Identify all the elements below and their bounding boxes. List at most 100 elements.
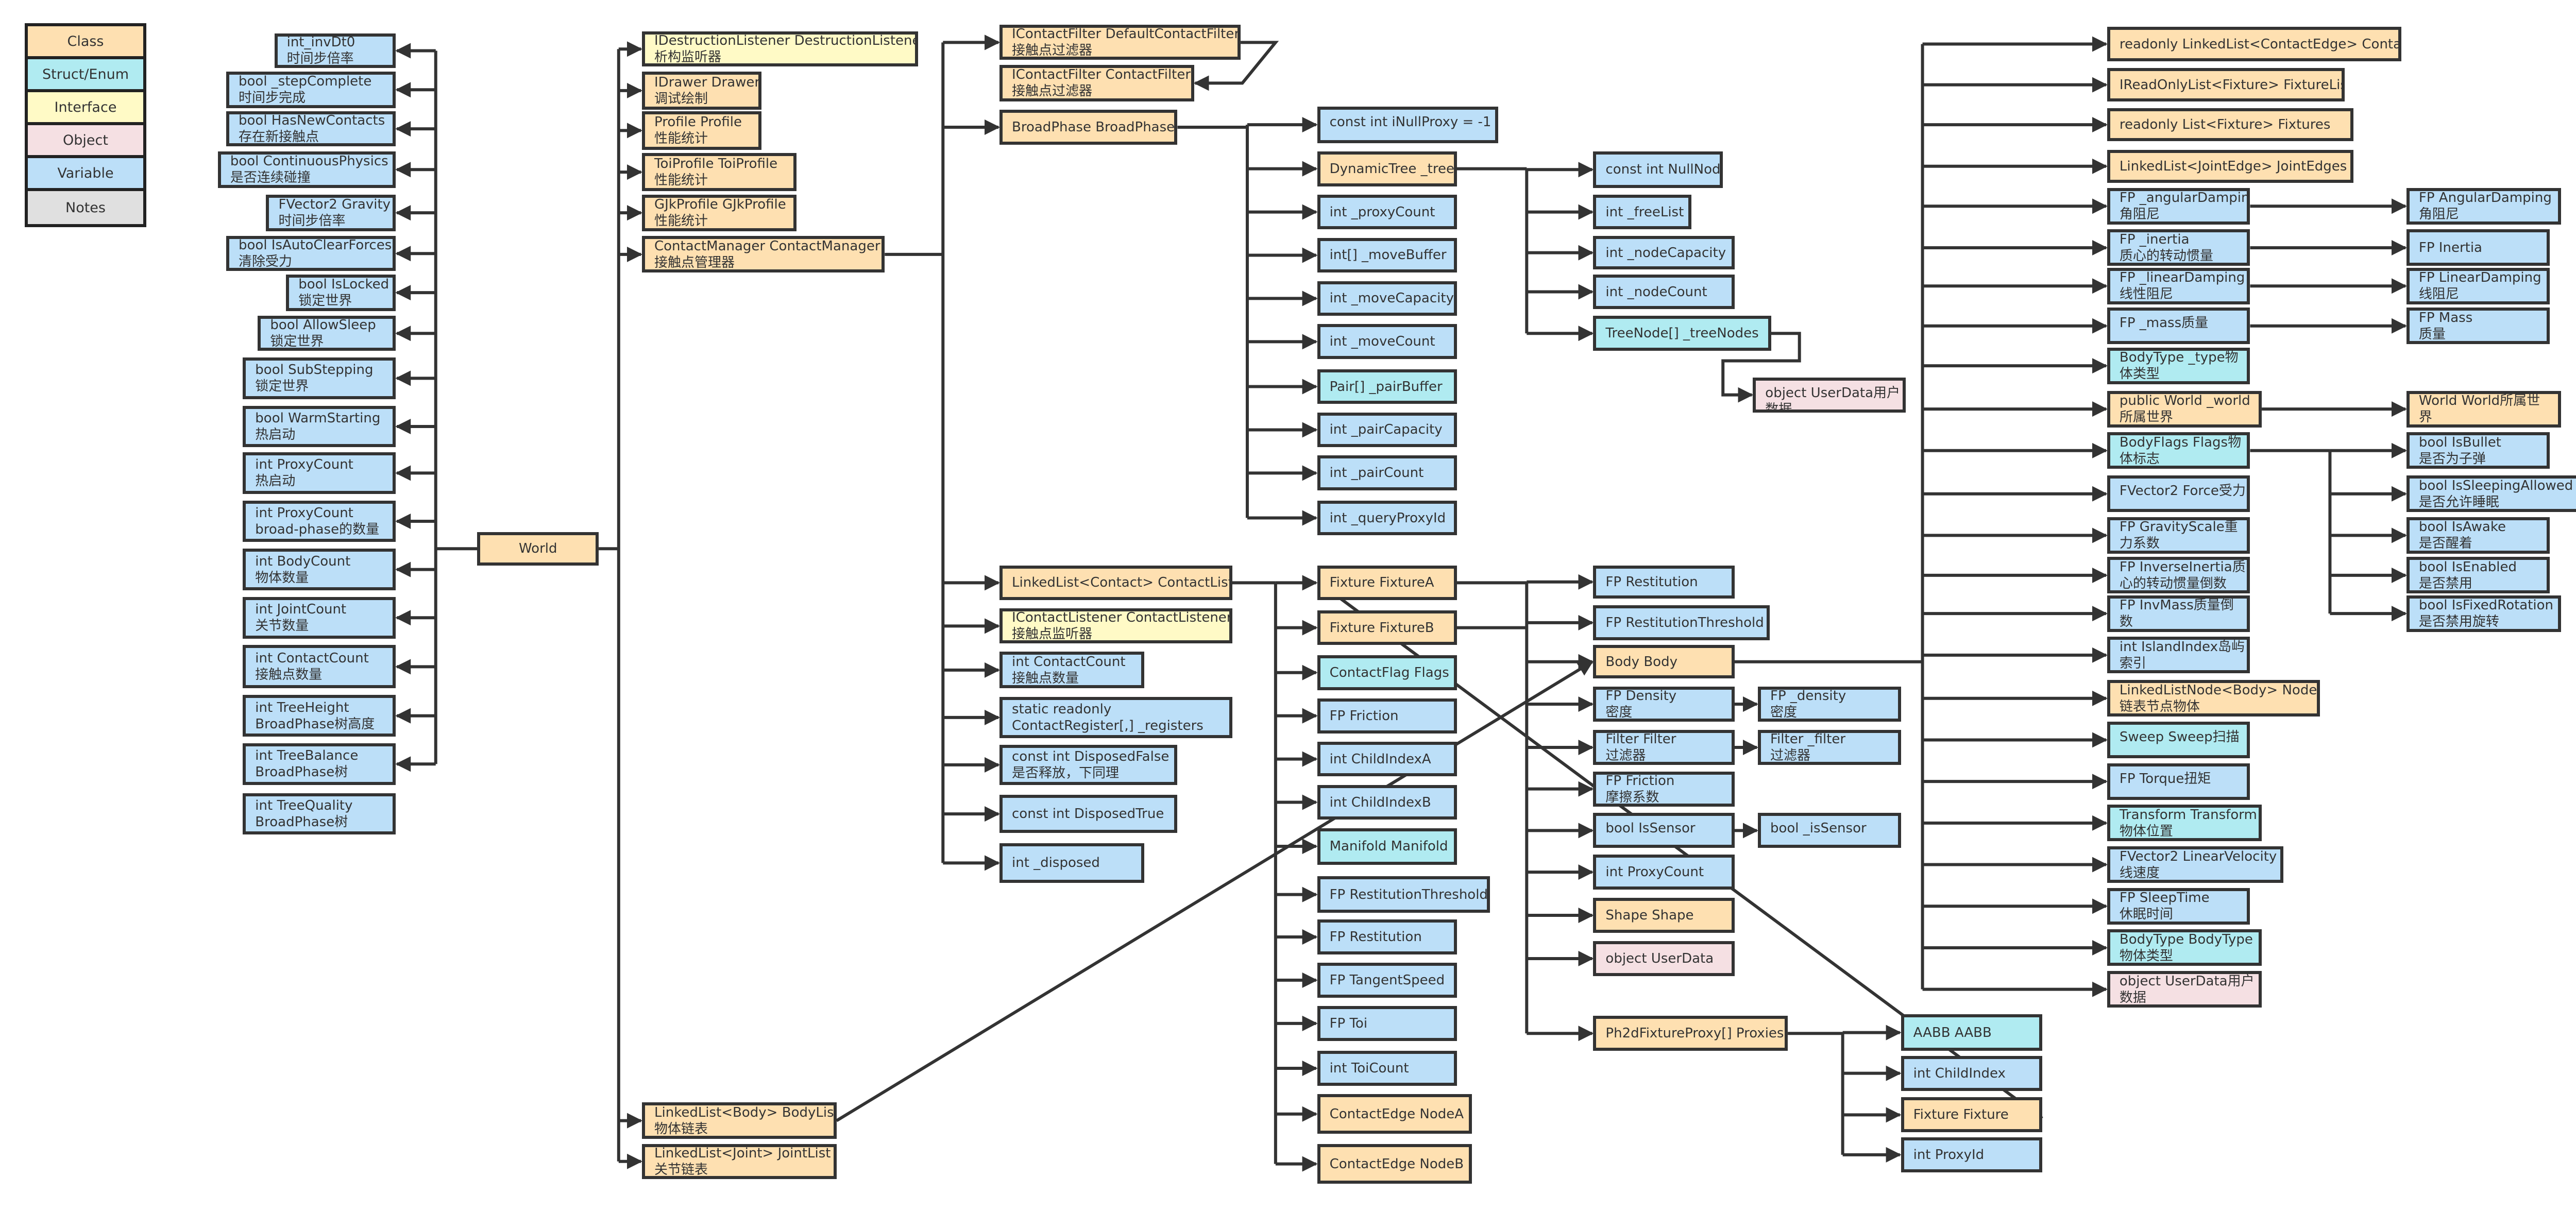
- node-b-torque[interactable]: FP Torque扭矩: [2107, 763, 2250, 800]
- node-b-force[interactable]: FVector2 Force受力: [2107, 475, 2250, 513]
- node-px-child-index[interactable]: int ChildIndex: [1901, 1055, 2042, 1091]
- node-dt-tree-nodes[interactable]: TreeNode[] _treeNodes: [1593, 316, 1771, 351]
- node-fx-is-sensor-priv[interactable]: bool _isSensor: [1757, 813, 1901, 848]
- node-bp-pair-capacity[interactable]: int _pairCapacity: [1317, 412, 1457, 448]
- node-ct-flags[interactable]: ContactFlag Flags: [1317, 655, 1457, 690]
- node-fx-restitution[interactable]: FP Restitution: [1593, 565, 1735, 599]
- node-b-island-index[interactable]: int IslandIndex岛屿索引: [2107, 637, 2250, 674]
- node-b-fixtures[interactable]: readonly List<Fixture> Fixtures: [2107, 108, 2353, 142]
- node-dt-null-node[interactable]: const int NullNode = -1: [1593, 151, 1723, 188]
- node-cm-disposed[interactable]: int _disposed: [999, 843, 1144, 883]
- node-b-contact-edges[interactable]: readonly LinkedList<ContactEdge> Contact…: [2107, 26, 2402, 62]
- node-fx-proxy-count[interactable]: int ProxyCount: [1593, 855, 1735, 890]
- node-dt-node-count[interactable]: int _nodeCount: [1593, 274, 1735, 310]
- node-bp-null-proxy[interactable]: const int iNullProxy = -1: [1317, 106, 1499, 143]
- node-fx-shape[interactable]: Shape Shape: [1593, 898, 1735, 933]
- node-fx-is-sensor[interactable]: bool IsSensor: [1593, 813, 1735, 848]
- node-ct-restitution[interactable]: FP Restitution: [1317, 919, 1457, 954]
- node-bp-pair-count[interactable]: int _pairCount: [1317, 455, 1457, 491]
- node-bp-move-buffer[interactable]: int[] _moveBuffer: [1317, 237, 1457, 273]
- node-ct-restitution-threshold[interactable]: FP RestitutionThreshold: [1317, 876, 1490, 913]
- node-b-inv-mass[interactable]: FP InvMass质量倒数: [2107, 595, 2250, 632]
- node-ct-manifold[interactable]: Manifold Manifold: [1317, 828, 1457, 865]
- node-cm-broad-phase[interactable]: BroadPhase BroadPhase: [999, 110, 1178, 145]
- node-ct-friction[interactable]: FP Friction: [1317, 698, 1457, 734]
- node-cm-disposed-true[interactable]: const int DisposedTrue: [999, 794, 1178, 833]
- node-bp-tree[interactable]: DynamicTree _tree: [1317, 151, 1457, 186]
- node-b-mass-priv[interactable]: FP _mass质量: [2107, 308, 2250, 345]
- node-bp-proxy-count[interactable]: int _proxyCount: [1317, 194, 1457, 230]
- node-b-sweep[interactable]: Sweep Sweep扫描: [2107, 721, 2250, 758]
- node-cm-contact-list[interactable]: LinkedList<Contact> ContactList: [999, 565, 1232, 601]
- node-fx-body[interactable]: Body Body: [1593, 645, 1735, 678]
- node-fx-proxies[interactable]: Ph2dFixtureProxy[] Proxies: [1593, 1016, 1788, 1051]
- node-px-proxy-id[interactable]: int ProxyId: [1901, 1137, 2042, 1172]
- node-b-type-priv[interactable]: BodyType _type物体类型: [2107, 347, 2250, 384]
- node-ct-fixture-a[interactable]: Fixture FixtureA: [1317, 565, 1457, 601]
- node-px-aabb[interactable]: AABB AABB: [1901, 1014, 2042, 1051]
- node-ct-child-index-a[interactable]: int ChildIndexA: [1317, 741, 1457, 777]
- node-bp-pair-buffer[interactable]: Pair[] _pairBuffer: [1317, 369, 1457, 404]
- node-bp-move-capacity[interactable]: int _moveCapacity: [1317, 281, 1457, 316]
- node-b-flags[interactable]: BodyFlags Flags物体标志: [2107, 432, 2250, 469]
- node-ct-toi[interactable]: FP Toi: [1317, 1005, 1457, 1041]
- node-b-world[interactable]: World World所属世界: [2406, 390, 2562, 428]
- node-bp-move-count[interactable]: int _moveCount: [1317, 324, 1457, 360]
- node-ct-child-index-b[interactable]: int ChildIndexB: [1317, 784, 1457, 820]
- node-b-joint-edges[interactable]: LinkedList<JointEdge> JointEdges: [2107, 149, 2353, 183]
- node-ct-node-a[interactable]: ContactEdge NodeA: [1317, 1094, 1472, 1134]
- node-tn-user-data[interactable]: object UserData用户数据: [1753, 377, 1906, 413]
- node-bp-query-proxy-id[interactable]: int _queryProxyId: [1317, 500, 1457, 536]
- node-b-inertia[interactable]: FP Inertia: [2406, 229, 2550, 266]
- node-fx-user-data[interactable]: object UserData: [1593, 941, 1735, 976]
